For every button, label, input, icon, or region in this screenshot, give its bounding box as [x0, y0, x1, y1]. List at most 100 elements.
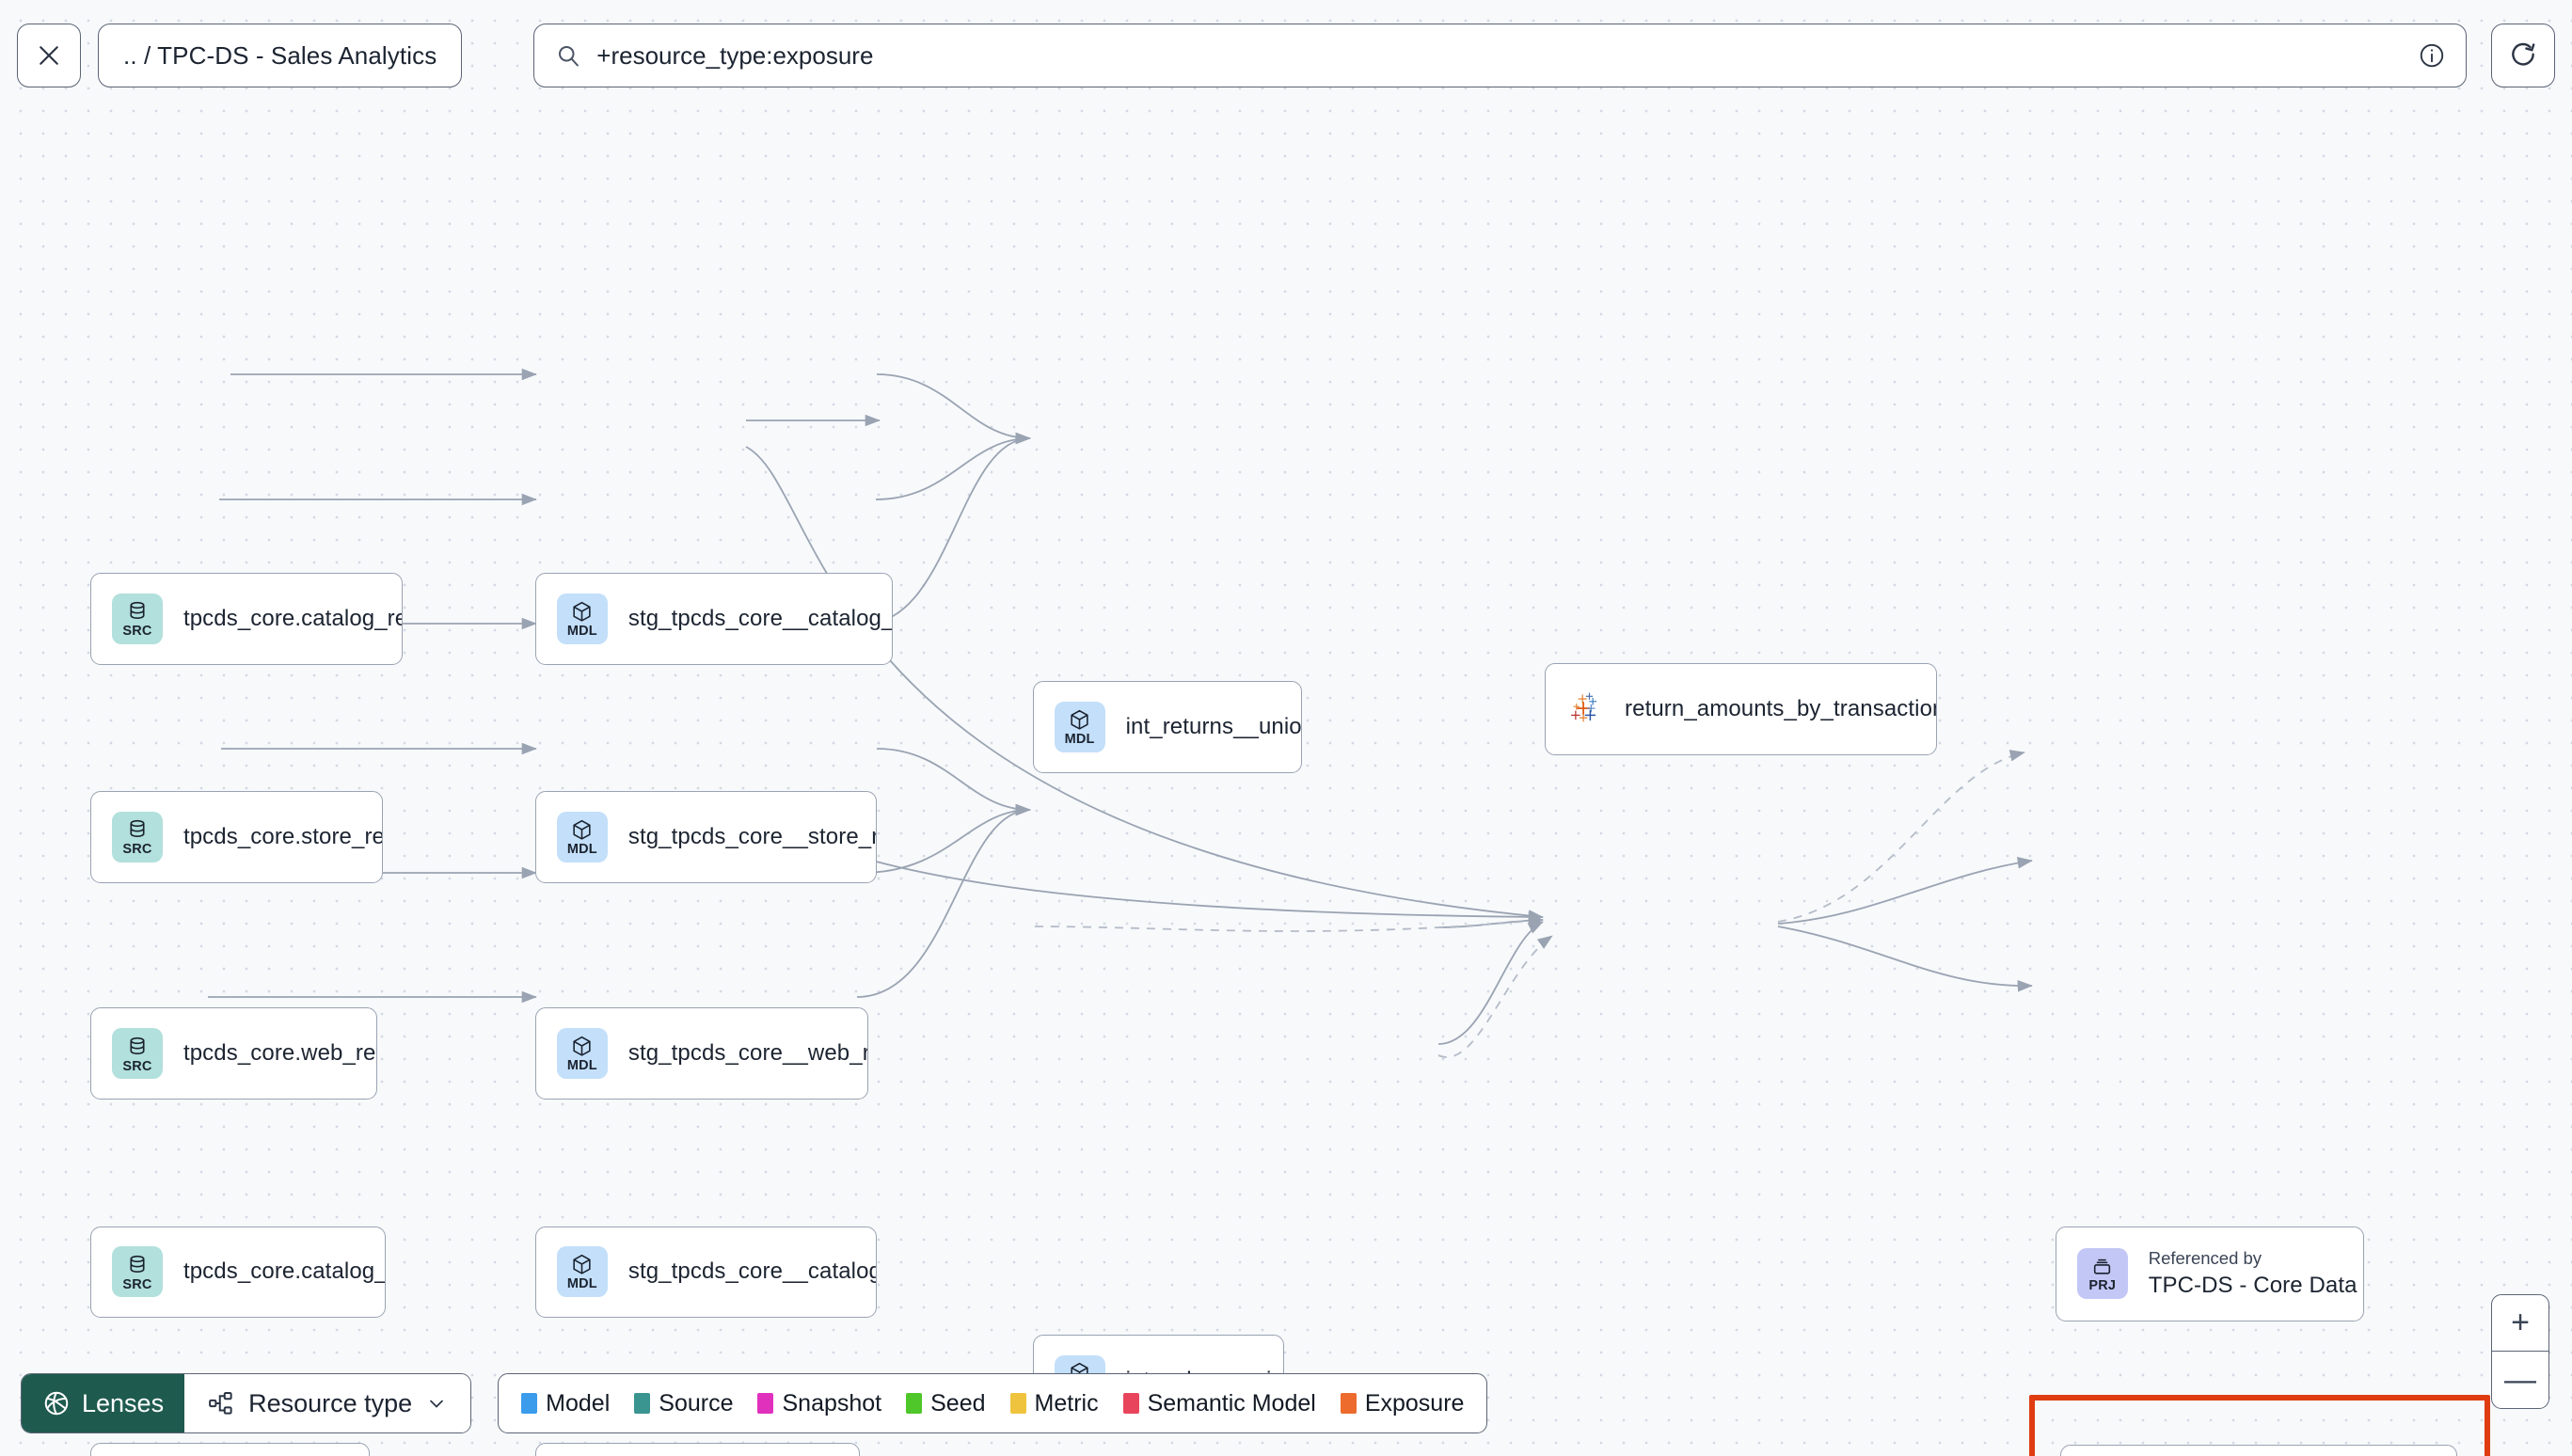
node-body: stg_tpcds_core__store_returns	[628, 824, 876, 850]
node-title: TPC-DS - Core Data Models	[2148, 1273, 2363, 1299]
legend-item-metric[interactable]: Metric	[1009, 1389, 1099, 1417]
lenses-label: Lenses	[82, 1388, 165, 1417]
graph-node-return-amounts[interactable]: return_amounts_by_transaction_type	[1545, 662, 1938, 755]
src-type-badge: SRC	[111, 811, 163, 863]
top-toolbar: .. / TPC-DS - Sales Analytics +resource_…	[0, 0, 2572, 111]
mdl-type-badge: MDL	[556, 811, 608, 863]
graph-node-stg-catalog-sales[interactable]: MDL stg_tpcds_core__catalog_sales	[534, 1226, 877, 1319]
legend-label: Snapshot	[782, 1389, 882, 1416]
node-title: stg_tpcds_core__catalog_returns	[627, 605, 892, 631]
legend-label: Seed	[930, 1389, 986, 1416]
legend-color-swatch	[1122, 1393, 1139, 1414]
graph-node-int-returns-unioned[interactable]: MDL int_returns__unioned	[1032, 681, 1302, 773]
legend-item-source[interactable]: Source	[634, 1390, 733, 1417]
legend-item-snapshot[interactable]: Snapshot	[757, 1390, 881, 1417]
zoom-in-button[interactable]: +	[2492, 1295, 2548, 1352]
lenses-button[interactable]: Lenses	[22, 1374, 185, 1432]
mdl-type-badge: MDL	[1054, 702, 1105, 753]
node-title: tpcds_core.store_returns	[183, 823, 382, 849]
close-button[interactable]	[17, 24, 81, 87]
refresh-icon	[2508, 40, 2538, 71]
node-title: tpcds_core.web_returns	[183, 1040, 376, 1067]
node-title: stg_tpcds_core__store_returns	[627, 823, 876, 849]
node-body: tpcds_core.web_returns	[183, 1040, 376, 1067]
node-body: stg_tpcds_core__web_returns	[628, 1040, 867, 1067]
src-type-badge: SRC	[111, 593, 163, 644]
zoom-controls: + —	[2491, 1294, 2549, 1409]
legend-item-model[interactable]: Model	[521, 1390, 610, 1417]
search-icon	[555, 42, 581, 69]
cube-icon	[570, 600, 594, 624]
node-title: stg_tpcds_core__catalog_sales	[627, 1258, 876, 1285]
node-subtitle: Referenced by	[2148, 1248, 2262, 1269]
chevron-down-icon	[425, 1392, 448, 1415]
graph-node-stg-web-returns[interactable]: MDL stg_tpcds_core__web_returns	[534, 1007, 869, 1100]
node-body: return_amounts_by_transaction_type	[1625, 696, 1936, 722]
node-body: stg_tpcds_core__catalog_returns	[628, 606, 892, 632]
graph-node-stg-store-sales[interactable]: MDL stg_tpcds_core__store_sales	[534, 1442, 861, 1456]
graph-node-stg-store-returns[interactable]: MDL stg_tpcds_core__store_returns	[534, 791, 877, 883]
nodes-icon	[207, 1389, 235, 1417]
legend-item-semantic-model[interactable]: Semantic Model	[1122, 1390, 1316, 1417]
zoom-out-button[interactable]: —	[2492, 1352, 2548, 1408]
search-query-text: +resource_type:exposure	[596, 40, 874, 70]
aperture-icon	[42, 1389, 71, 1417]
database-icon	[125, 817, 150, 842]
badge-label: MDL	[566, 841, 597, 857]
database-icon	[125, 1253, 150, 1277]
cube-icon	[1068, 708, 1091, 732]
node-body: Referenced by TPC-DS - Core Data Models	[2149, 1248, 2363, 1299]
cube-icon	[570, 1035, 594, 1058]
cube-icon	[570, 1253, 594, 1276]
badge-label: MDL	[566, 1058, 597, 1074]
badge-label: MDL	[566, 1276, 597, 1292]
node-body: stg_tpcds_core__catalog_sales	[628, 1258, 876, 1285]
lens-control-group: Lenses Resource type	[21, 1373, 472, 1433]
node-title: return_amounts_by_transaction_type	[1625, 695, 1936, 721]
badge-label: SRC	[122, 624, 152, 640]
bottom-toolbar: Lenses Resource type	[21, 1373, 1488, 1433]
refresh-button[interactable]	[2491, 24, 2555, 87]
badge-label: SRC	[122, 1058, 152, 1074]
badge-label: MDL	[566, 623, 597, 639]
src-type-badge: SRC	[111, 1246, 163, 1298]
legend-color-swatch	[906, 1393, 923, 1414]
legend-item-seed[interactable]: Seed	[906, 1389, 986, 1417]
node-title: stg_tpcds_core__web_returns	[627, 1040, 868, 1067]
graph-node-src-store-sales[interactable]: SRC tpcds_core.store_sales	[89, 1442, 370, 1456]
mdl-type-badge: MDL	[556, 1246, 608, 1298]
node-body: tpcds_core.catalog_sales	[183, 1258, 385, 1285]
src-type-badge: SRC	[111, 1028, 163, 1080]
legend-color-swatch	[521, 1393, 538, 1414]
resource-type-dropdown[interactable]: Resource type	[184, 1374, 471, 1432]
mdl-type-badge: MDL	[556, 1028, 608, 1080]
info-icon[interactable]	[2418, 41, 2446, 70]
badge-label: SRC	[122, 842, 152, 858]
graph-node-src-catalog-sales[interactable]: SRC tpcds_core.catalog_sales	[89, 1226, 387, 1319]
search-input[interactable]: +resource_type:exposure	[533, 24, 2467, 87]
graph-node-src-store-returns[interactable]: SRC tpcds_core.store_returns	[89, 791, 383, 883]
prj-type-badge: PRJ	[2076, 1248, 2128, 1300]
node-title: int_returns__unioned	[1125, 714, 1301, 740]
graph-node-stg-catalog-returns[interactable]: MDL stg_tpcds_core__catalog_returns	[534, 573, 894, 665]
close-icon	[35, 41, 63, 70]
legend-label: Exposure	[1364, 1389, 1465, 1416]
legend-label: Metric	[1034, 1389, 1099, 1416]
graph-node-src-catalog-returns[interactable]: SRC tpcds_core.catalog_returns	[89, 573, 403, 665]
graph-node-src-web-returns[interactable]: SRC tpcds_core.web_returns	[89, 1007, 378, 1100]
legend-label: Source	[659, 1389, 734, 1416]
legend-item-exposure[interactable]: Exposure	[1340, 1389, 1465, 1417]
graph-node-referenced-by-project[interactable]: PRJ Referenced by TPC-DS - Core Data Mode…	[2055, 1226, 2364, 1321]
badge-label: MDL	[1064, 731, 1095, 747]
resource-type-legend: Model Source Snapshot Seed Metric Semant…	[498, 1373, 1488, 1433]
breadcrumb[interactable]: .. / TPC-DS - Sales Analytics	[98, 24, 463, 87]
graph-node-first-workbook[interactable]: first_workbook_attached_to_tpc-ds_-_…	[2059, 1444, 2458, 1456]
node-title: tpcds_core.catalog_returns	[183, 605, 402, 631]
badge-label: SRC	[122, 1276, 152, 1292]
badge-label: PRJ	[2088, 1277, 2117, 1293]
legend-color-swatch	[757, 1393, 774, 1414]
tableau-exposure-icon	[1564, 689, 1604, 729]
resource-type-label: Resource type	[248, 1388, 413, 1417]
